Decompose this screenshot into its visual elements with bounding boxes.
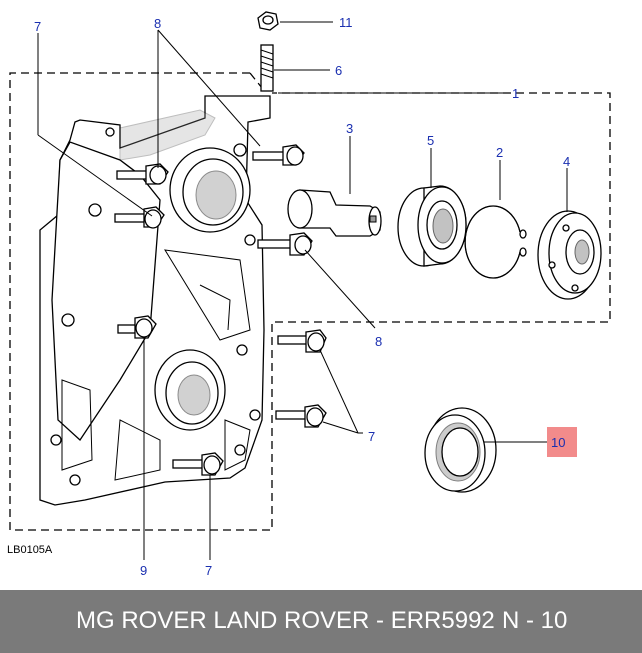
callout-1[interactable]: 1 <box>512 86 519 101</box>
footer-title: MG ROVER LAND ROVER - ERR5992 <box>76 607 495 634</box>
diagram-reference: LB0105A <box>7 544 53 556</box>
bolt-7-left[interactable] <box>114 206 165 229</box>
callout-8-top[interactable]: 8 <box>154 16 161 31</box>
callout-3[interactable]: 3 <box>346 121 353 136</box>
callout-6[interactable]: 6 <box>335 63 342 78</box>
shaft-3[interactable] <box>287 189 382 237</box>
callout-8-middle[interactable]: 8 <box>375 334 382 349</box>
bearing-5[interactable] <box>397 185 467 267</box>
bolt-7-upper-right[interactable] <box>277 329 327 353</box>
bolt-8-middle[interactable] <box>257 232 313 256</box>
callout-2[interactable]: 2 <box>496 145 503 160</box>
nut-11[interactable] <box>257 11 279 31</box>
footer-bar: MG ROVER LAND ROVER - ERR5992 N - 10 <box>0 590 642 653</box>
callout-7-right[interactable]: 7 <box>368 429 375 444</box>
exploded-parts-diagram: 11 6 1 3 5 2 4 8 7 8 7 9 7 10 LB0105A <box>7 11 611 578</box>
oil-seal-10[interactable] <box>424 407 497 493</box>
callout-10[interactable]: 10 <box>551 435 565 450</box>
bolt-9[interactable] <box>117 315 157 339</box>
footer-part-number: N - 10 <box>502 607 568 634</box>
bolt-8-upper-right[interactable] <box>252 144 305 166</box>
callout-11[interactable]: 11 <box>339 15 353 30</box>
flange-4[interactable] <box>537 210 602 300</box>
callout-9[interactable]: 9 <box>140 563 147 578</box>
stud-6[interactable] <box>260 44 274 92</box>
bolt-7-lower-right[interactable] <box>275 404 327 428</box>
callout-7-top[interactable]: 7 <box>34 19 41 34</box>
front-cover-casting[interactable] <box>39 95 271 506</box>
assembly-boundary-left <box>9 72 611 531</box>
callout-4[interactable]: 4 <box>563 154 570 169</box>
bolt-7-bottom[interactable] <box>172 452 224 476</box>
circlip-2[interactable] <box>464 205 527 279</box>
bolt-8-upper-left[interactable] <box>116 163 169 185</box>
callout-5[interactable]: 5 <box>427 133 434 148</box>
highlight-box-10 <box>547 427 577 457</box>
callout-7-bottom[interactable]: 7 <box>205 563 212 578</box>
